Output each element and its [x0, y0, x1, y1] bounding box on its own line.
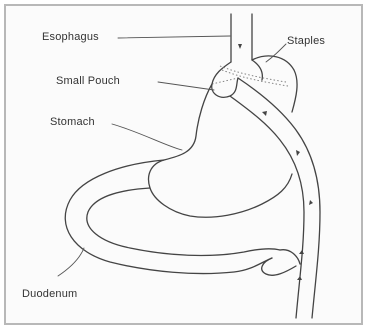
esophagus-label: Esophagus — [42, 31, 99, 43]
staple-line — [220, 66, 288, 86]
duodenum-label: Duodenum — [22, 288, 77, 300]
stomach-leader — [112, 124, 182, 150]
stomach-label: Stomach — [50, 116, 95, 128]
small-pouch-shape — [212, 60, 263, 97]
small-pouch-leader — [158, 82, 214, 90]
esophagus-leader — [118, 36, 230, 38]
small-pouch-label: Small Pouch — [56, 75, 120, 87]
roux-limb-shape — [230, 78, 320, 318]
staples-label: Staples — [287, 35, 325, 47]
duodenum-shape — [65, 160, 300, 275]
duodenum-leader — [58, 248, 84, 276]
esophagus-shape — [231, 14, 252, 62]
leader-lines — [58, 36, 286, 276]
